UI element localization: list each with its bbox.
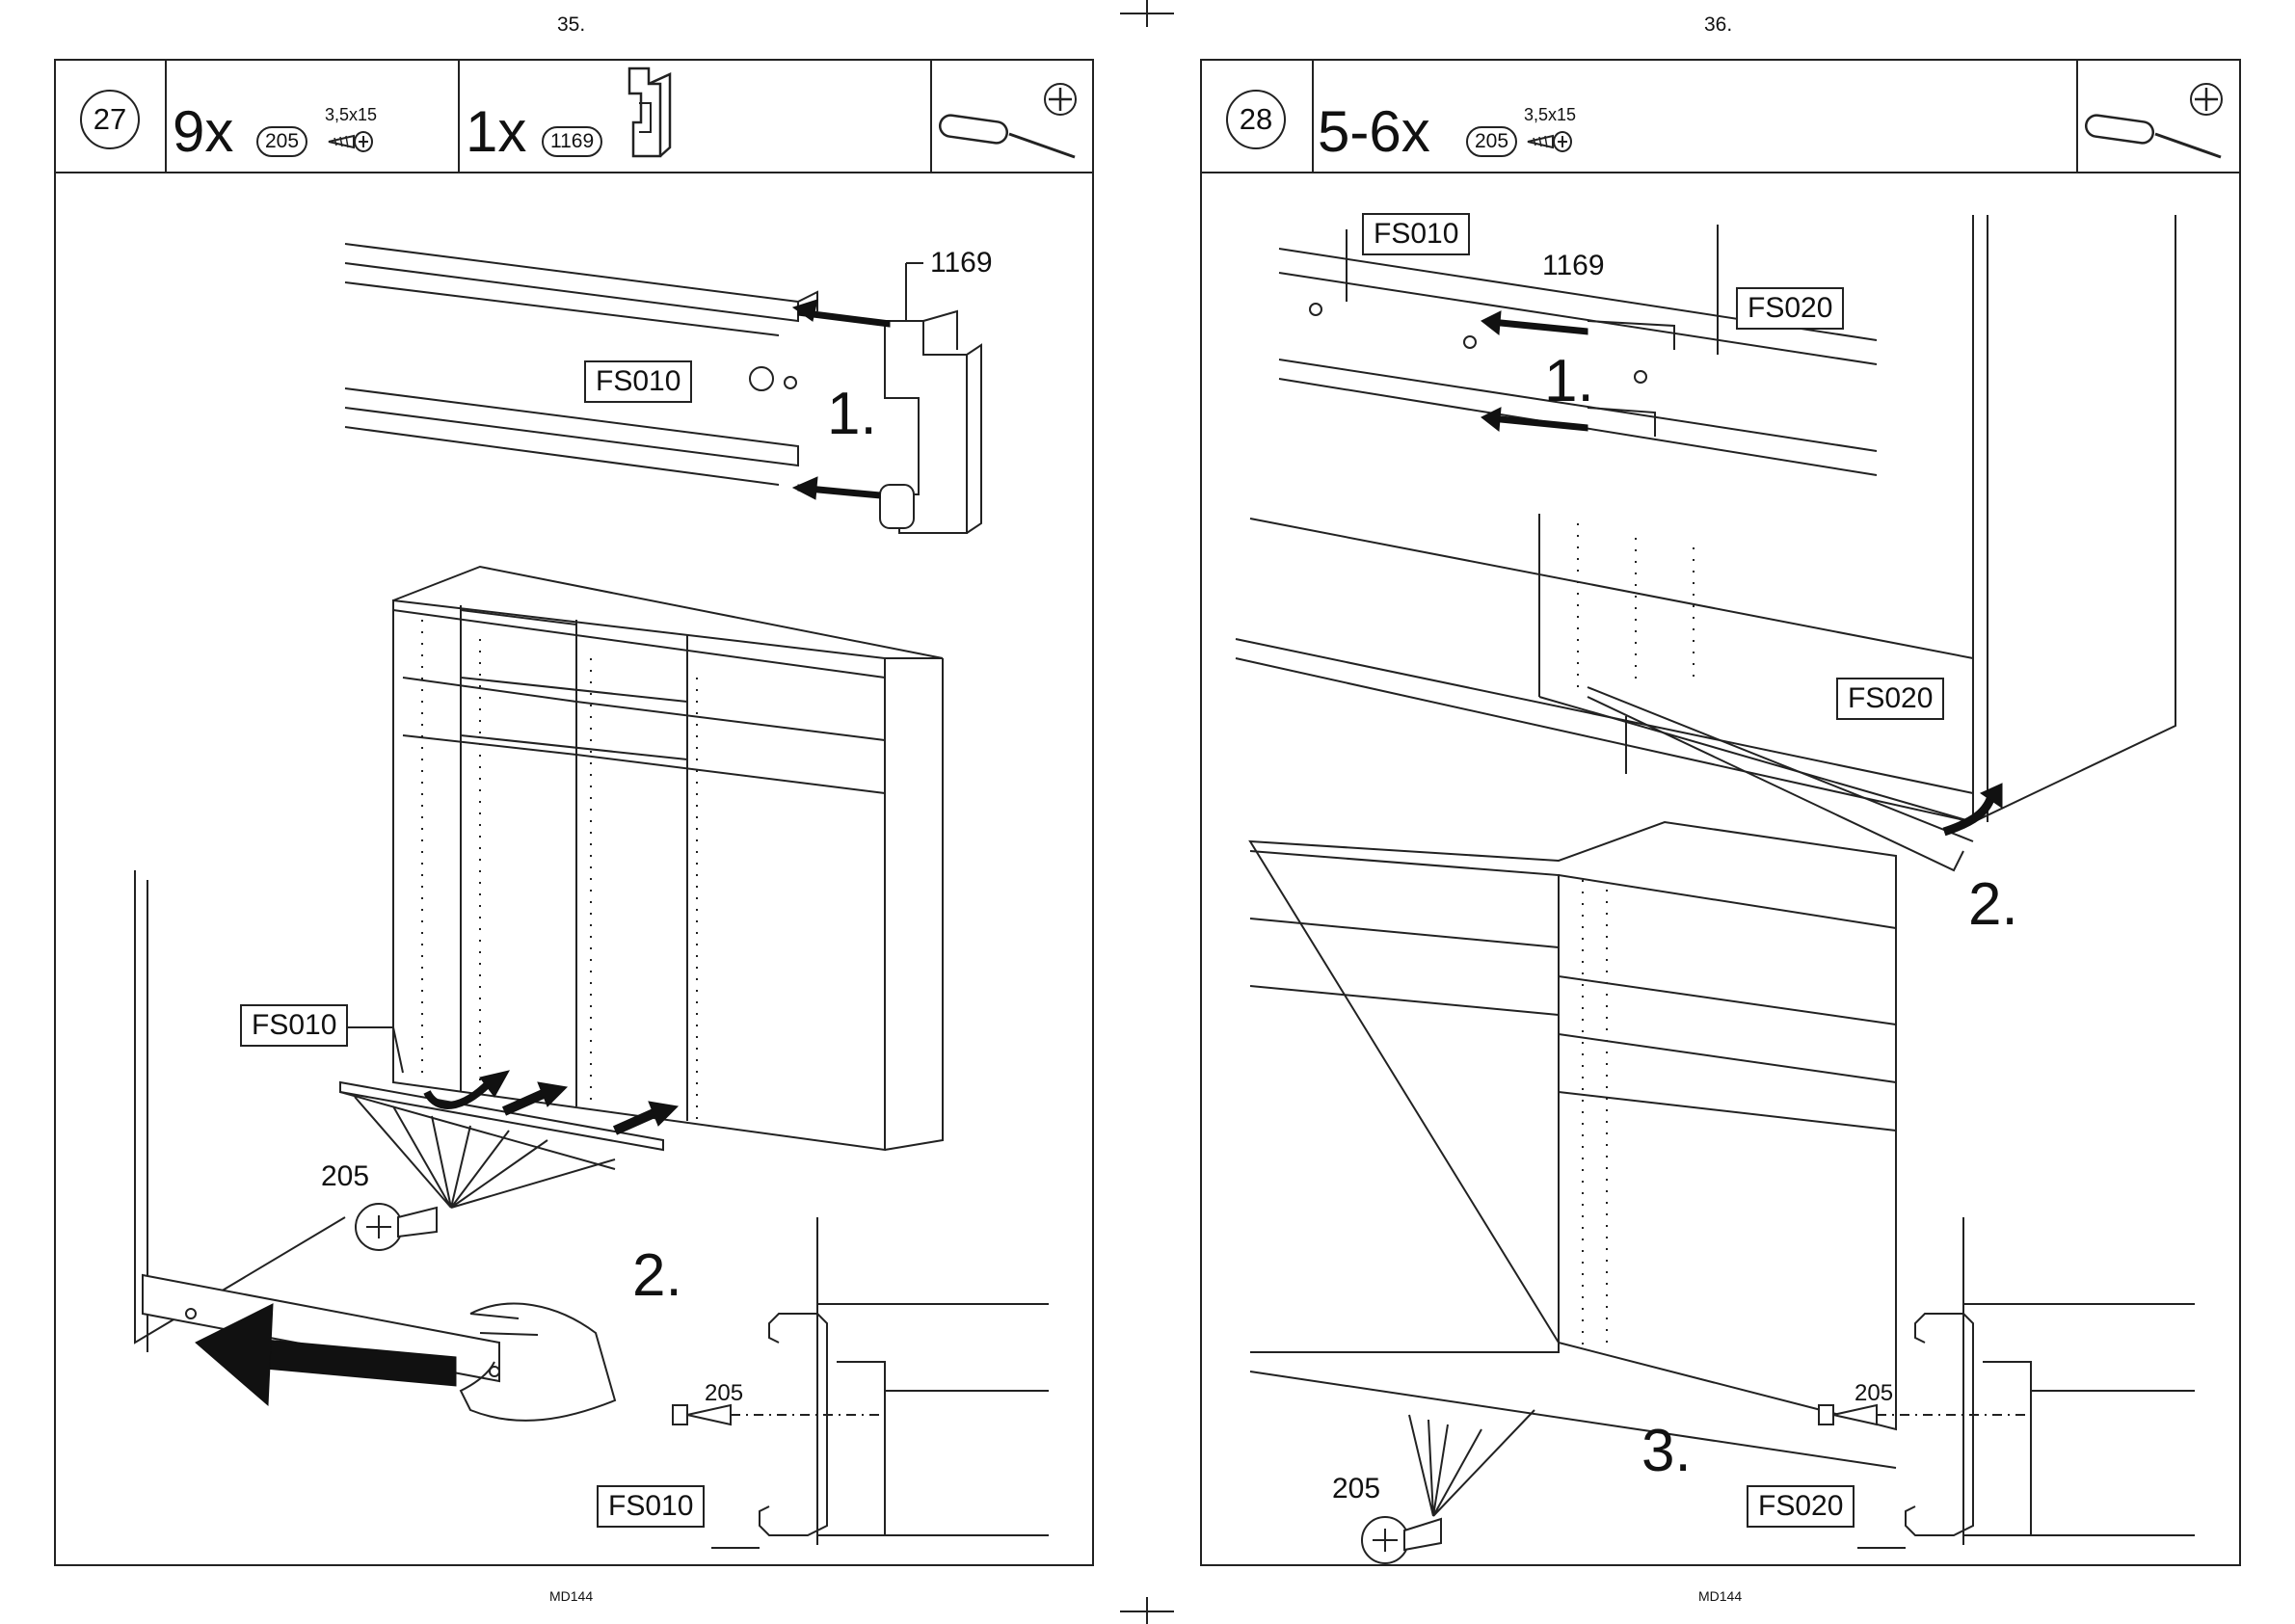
rail-label-a: FS010 bbox=[1362, 213, 1470, 255]
substep-3: 3. bbox=[1641, 1422, 1692, 1481]
assembly-illustration-36 bbox=[1202, 61, 2243, 1568]
rail-label-detail: FS020 bbox=[1747, 1485, 1855, 1528]
rail-label-b: FS020 bbox=[1736, 287, 1844, 330]
page-footer: MD144 bbox=[549, 1588, 593, 1604]
substep-2: 2. bbox=[632, 1246, 682, 1306]
part-label-clip: 1169 bbox=[1542, 250, 1605, 282]
page-footer: MD144 bbox=[1698, 1588, 1742, 1604]
instruction-page-35: 27 9x 205 3,5x15 1x 1169 bbox=[54, 59, 1094, 1566]
rail-label-c: FS020 bbox=[1836, 678, 1944, 720]
screw-label-detail: 205 bbox=[1855, 1380, 1893, 1407]
page-number: 36. bbox=[1704, 13, 1732, 37]
screw-label-main: 205 bbox=[321, 1160, 369, 1193]
screw-label-main: 205 bbox=[1332, 1473, 1380, 1505]
rail-label-top: FS010 bbox=[584, 360, 692, 403]
part-label-clip: 1169 bbox=[930, 247, 993, 280]
substep-2: 2. bbox=[1968, 875, 2018, 935]
screw-label-detail: 205 bbox=[705, 1380, 743, 1407]
rail-label-left: FS010 bbox=[240, 1004, 348, 1047]
page-number: 35. bbox=[557, 13, 585, 37]
instruction-page-36: 28 5-6x 205 3,5x15 bbox=[1200, 59, 2241, 1566]
assembly-illustration-35 bbox=[56, 61, 1096, 1568]
crop-mark-top-h bbox=[1120, 13, 1174, 14]
crop-mark-bottom-h bbox=[1120, 1611, 1174, 1612]
rail-label-detail: FS010 bbox=[597, 1485, 705, 1528]
substep-1: 1. bbox=[1544, 352, 1594, 412]
substep-1: 1. bbox=[827, 385, 877, 444]
